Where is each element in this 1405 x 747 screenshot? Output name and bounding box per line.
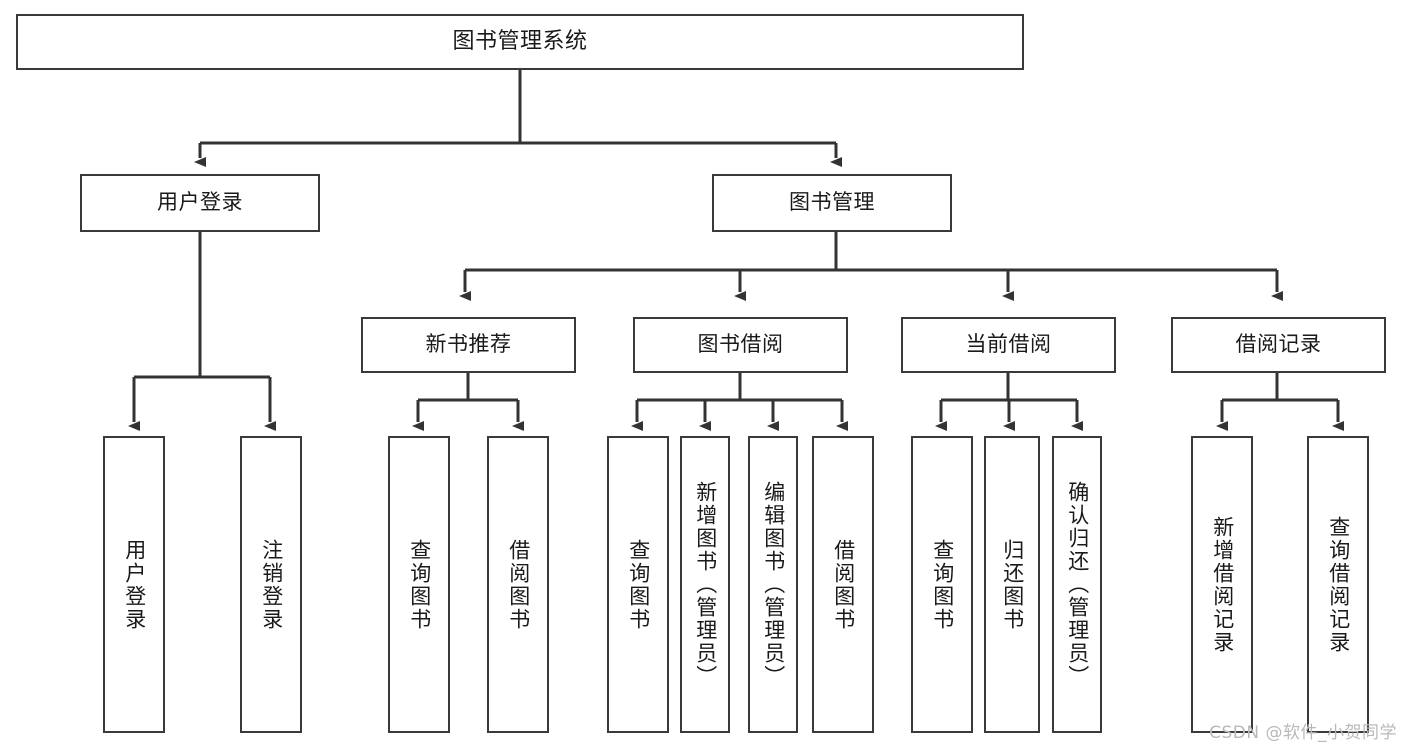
node-leaf-query-book-borrow[interactable]: 查询图书 [607,436,669,733]
node-leaf-logout[interactable]: 注销登录 [240,436,302,733]
node-label: 新增借阅记录 [1210,515,1235,654]
node-leaf-borrow-book-recommend[interactable]: 借阅图书 [487,436,549,733]
node-label: 图书借阅 [697,332,784,357]
node-label: 查询图书 [626,538,651,631]
node-label: 确认归还（管理员） [1065,481,1090,688]
node-book-management[interactable]: 图书管理 [712,174,952,232]
node-leaf-return-book[interactable]: 归还图书 [984,436,1040,733]
node-label: 当前借阅 [965,332,1052,357]
node-label: 新书推荐 [425,332,512,357]
node-label: 图书管理 [789,190,875,215]
node-leaf-add-book-admin[interactable]: 新增图书（管理员） [680,436,730,733]
node-label: 借阅记录 [1235,332,1322,357]
node-label: 借阅图书 [506,538,531,631]
node-leaf-user-login[interactable]: 用户登录 [103,436,165,733]
node-book-borrow[interactable]: 图书借阅 [633,317,848,373]
node-label: 查询图书 [407,538,432,631]
node-label: 注销登录 [259,538,284,631]
node-leaf-query-book-recommend[interactable]: 查询图书 [388,436,450,733]
node-label: 查询图书 [930,538,955,631]
node-root-book-management-system[interactable]: 图书管理系统 [16,14,1024,70]
node-label: 新增图书（管理员） [693,481,718,688]
node-borrow-record[interactable]: 借阅记录 [1171,317,1386,373]
node-leaf-borrow-book[interactable]: 借阅图书 [812,436,874,733]
node-label: 归还图书 [1000,538,1025,631]
node-new-book-recommend[interactable]: 新书推荐 [361,317,576,373]
node-leaf-confirm-return-admin[interactable]: 确认归还（管理员） [1052,436,1102,733]
node-user-login[interactable]: 用户登录 [80,174,320,232]
node-label: 借阅图书 [831,538,856,631]
node-leaf-edit-book-admin[interactable]: 编辑图书（管理员） [748,436,798,733]
node-leaf-add-borrow-record[interactable]: 新增借阅记录 [1191,436,1253,733]
node-label: 编辑图书（管理员） [761,481,786,688]
node-leaf-query-borrow-record[interactable]: 查询借阅记录 [1307,436,1369,733]
node-current-borrow[interactable]: 当前借阅 [901,317,1116,373]
node-leaf-query-book-current[interactable]: 查询图书 [911,436,973,733]
node-label: 查询借阅记录 [1326,515,1351,654]
node-label: 用户登录 [122,538,147,631]
node-label: 图书管理系统 [452,28,588,54]
node-label: 用户登录 [157,190,243,215]
